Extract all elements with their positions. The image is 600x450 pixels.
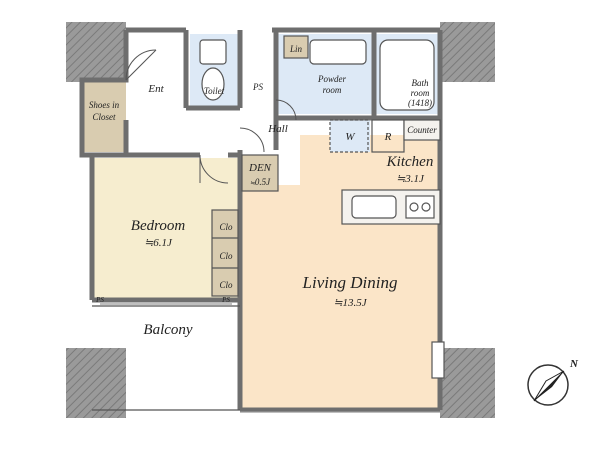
closet-label-3: Clo: [219, 280, 233, 290]
powder-room-label-line2: room: [323, 85, 342, 95]
wall-mass: [66, 22, 126, 82]
bedroom-label: Bedroom: [131, 218, 186, 234]
den-area: [242, 155, 278, 191]
kitchen-label: Kitchen: [386, 154, 434, 170]
clo-area: [212, 210, 238, 296]
entrance-label: Ent: [147, 83, 164, 95]
closet-label-1: Clo: [219, 222, 233, 232]
washer-label: W: [345, 131, 355, 143]
refrigerator-label: R: [384, 131, 392, 143]
shoes-closet-label: Shoes in: [89, 100, 120, 110]
bathroom-label-line3: (1418): [408, 98, 432, 108]
toilet-label: Toilet: [204, 86, 225, 96]
shoes-closet-label-line2: Closet: [92, 112, 116, 122]
balcony-label: Balcony: [143, 322, 192, 338]
living-dining-size: ≒13.5J: [333, 297, 367, 309]
compass-north-label: N: [569, 358, 579, 370]
powder-room-label: Powder: [317, 74, 346, 84]
lin-label: Lin: [289, 44, 303, 54]
closet-label-2: Clo: [219, 251, 233, 261]
den-size: ≒0.5J: [250, 177, 271, 187]
ps-bottom-right: PS: [221, 296, 230, 304]
counter-label: Counter: [407, 125, 437, 135]
wall-mass: [66, 348, 126, 418]
kitchen-size: ≒3.1J: [396, 173, 425, 185]
door-swings: [125, 49, 297, 184]
bathroom-label-line2: room: [411, 88, 430, 98]
den-size-prefix: ≒: [250, 181, 256, 187]
compass-icon: N: [527, 358, 579, 406]
shoes-closet-area: [82, 80, 126, 152]
partitions: [92, 35, 445, 413]
ps-bottom-left: PS: [95, 296, 104, 304]
bedroom-size: ≒6.1J: [144, 237, 173, 249]
washer-space: [330, 118, 370, 152]
wall-mass: [440, 348, 495, 418]
living-dining-label: Living Dining: [302, 273, 398, 292]
ps-top-label: PS: [252, 82, 263, 92]
wall-mass: [440, 22, 495, 82]
den-size-value: 0.5J: [255, 177, 271, 187]
den-label: DEN: [248, 162, 272, 174]
lin-area: [284, 36, 308, 58]
bathroom-label: Bath: [412, 78, 429, 88]
hall-label: Hall: [267, 123, 288, 135]
